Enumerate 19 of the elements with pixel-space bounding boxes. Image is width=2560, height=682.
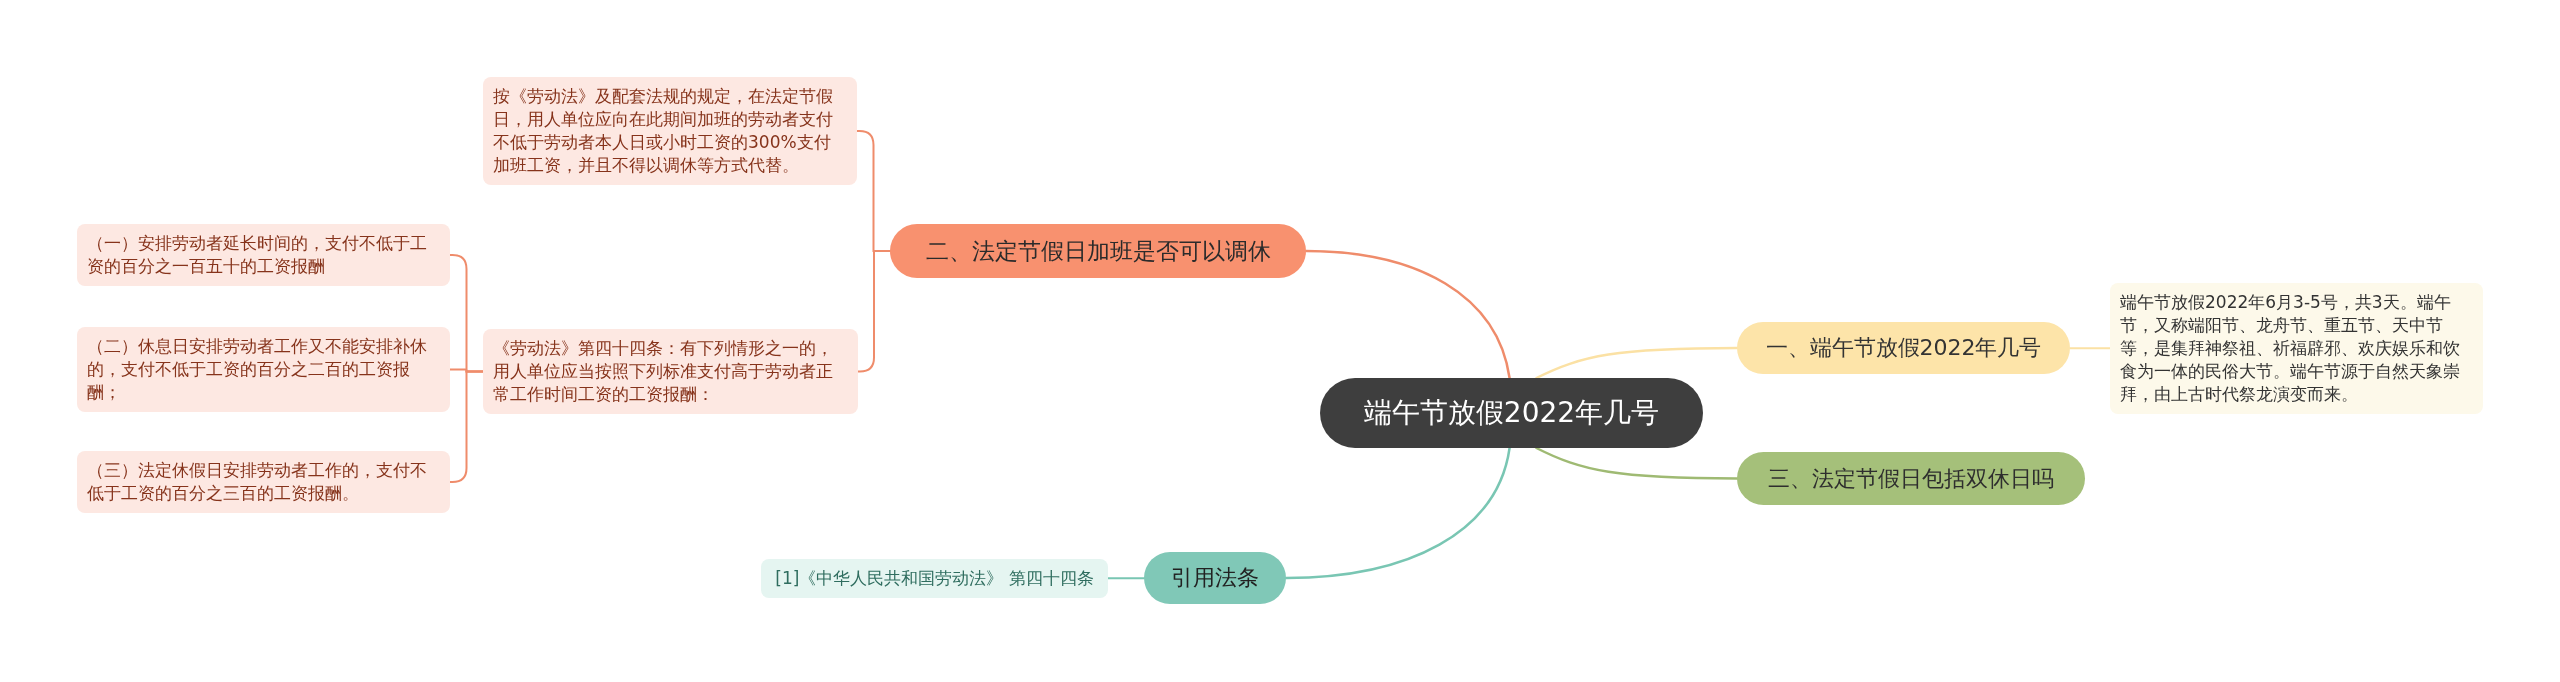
branch-topic: 引用法条 [1144, 552, 1286, 604]
branch-topic: 三、法定节假日包括双休日吗 [1737, 452, 2085, 505]
connector-line [1304, 249, 1511, 380]
note-box: 端午节放假2022年6月3-5号，共3天。端午节，又称端阳节、龙舟节、重五节、天中节等，是集拜神祭祖、祈福辟邪、欢庆娱乐和饮食为一体的民俗大节。端午节源于自然天象崇拜，由上古时代祭龙演变而来。 [2110, 283, 2483, 414]
reference-box: [1]《中华人民共和国劳动法》 第四十四条 [761, 559, 1108, 598]
branch-topic: 一、端午节放假2022年几号 [1737, 322, 2070, 374]
connector-line [1107, 577, 1145, 580]
connector-line [1535, 346, 1739, 380]
branch-topic: 二、法定节假日加班是否可以调休 [890, 224, 1306, 278]
note-box: （二）休息日安排劳动者工作又不能安排补休的，支付不低于工资的百分之二百的工资报酬； [77, 327, 450, 412]
connector-line [2069, 347, 2111, 350]
central-topic: 端午节放假2022年几号 [1320, 378, 1703, 448]
note-box: 按《劳动法》及配套法规的规定，在法定节假日，用人单位应向在此期间加班的劳动者支付不低于劳动者本人日或小时工资的300%支付加班工资，并且不得以调休等方式代替。 [483, 77, 857, 185]
note-box: （三）法定休假日安排劳动者工作的，支付不低于工资的百分之三百的工资报酬。 [77, 451, 450, 513]
connector-line [1284, 446, 1511, 580]
note-box: （一）安排劳动者延长时间的，支付不低于工资的百分之一百五十的工资报酬 [77, 224, 450, 286]
connector-line [857, 250, 891, 373]
note-box: 《劳动法》第四十四条：有下列情形之一的，用人单位应当按照下列标准支付高于劳动者正常工作时间工资的工资报酬： [483, 329, 858, 414]
connector-line [1535, 446, 1739, 480]
